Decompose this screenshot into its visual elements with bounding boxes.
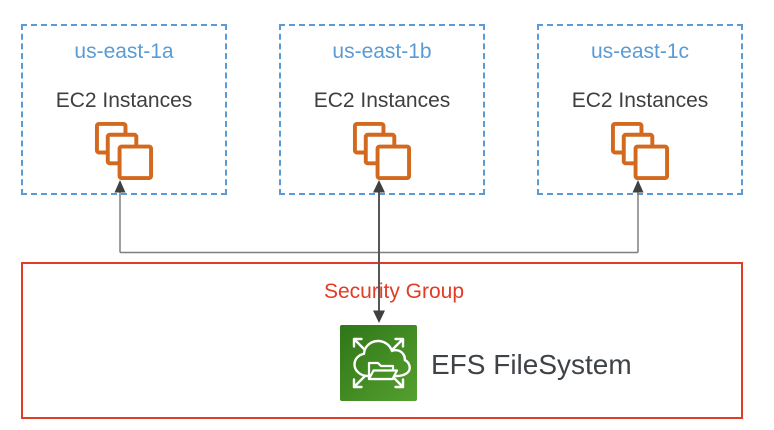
ec2-instances-label: EC2 Instances	[313, 89, 451, 112]
security-group-label: Security Group	[323, 280, 465, 303]
ec2-instances-icon	[610, 121, 670, 181]
az-title: us-east-1b	[332, 40, 432, 63]
ec2-instances-label: EC2 Instances	[571, 89, 709, 112]
availability-zone-box-1c: us-east-1c EC2 Instances	[537, 24, 743, 195]
availability-zone-box-1b: us-east-1b EC2 Instances	[279, 24, 485, 195]
ec2-instances-icon	[94, 121, 154, 181]
efs-filesystem-label: EFS FileSystem	[431, 349, 632, 380]
availability-zone-box-1a: us-east-1a EC2 Instances	[21, 24, 227, 195]
az-title: us-east-1c	[590, 40, 690, 63]
ec2-instances-label: EC2 Instances	[55, 89, 193, 112]
az-title: us-east-1a	[74, 40, 174, 63]
security-group-box	[21, 262, 743, 419]
efs-filesystem-icon	[340, 325, 417, 401]
ec2-instances-icon	[352, 121, 412, 181]
